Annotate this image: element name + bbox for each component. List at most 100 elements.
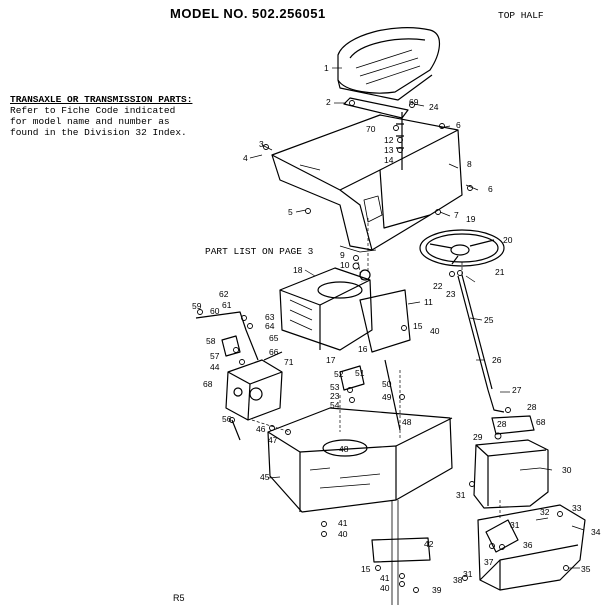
callout-32: 32 (540, 507, 550, 517)
callout-20: 20 (503, 235, 513, 245)
note-line-1: Refer to Fiche Code indicated (10, 105, 176, 116)
note-line-2: for model name and number as (10, 116, 170, 127)
callout-28b: 28 (497, 419, 507, 429)
callout-5: 5 (288, 207, 293, 217)
callout-49: 49 (382, 392, 392, 402)
bell-crank (339, 365, 365, 391)
callout-41b: 41 (380, 573, 390, 583)
headlight-bracket (485, 519, 519, 553)
callout-25: 25 (484, 315, 494, 325)
callout-68b: 68 (536, 417, 546, 427)
callout-15: 15 (413, 321, 423, 331)
callout-10: 10 (340, 260, 350, 270)
callout-62: 62 (219, 289, 229, 299)
callout-35: 35 (581, 564, 591, 574)
callout-1: 1 (324, 63, 329, 73)
callout-48: 48 (402, 417, 412, 427)
transmission-assembly (225, 359, 283, 421)
chassis-frame (267, 407, 453, 513)
callout-41: 41 (338, 518, 348, 528)
callout-37: 37 (484, 557, 494, 567)
callout-65: 65 (269, 333, 279, 343)
callout-13: 13 (384, 145, 394, 155)
callout-54: 54 (330, 400, 340, 410)
callout-39: 39 (432, 585, 442, 595)
section-label: TOP HALF (498, 10, 544, 21)
trans-links (231, 351, 283, 441)
engine (279, 267, 373, 351)
callout-70: 70 (366, 124, 376, 134)
callout-21: 21 (495, 267, 505, 277)
note-title: TRANSAXLE OR TRANSMISSION PARTS: (10, 94, 193, 105)
callout-8: 8 (467, 159, 472, 169)
callout-61: 61 (222, 300, 232, 310)
callout-42: 42 (424, 539, 434, 549)
callout-36: 36 (523, 540, 533, 550)
part-list-reference: PART LIST ON PAGE 3 (205, 246, 314, 257)
callout-52: 52 (334, 369, 344, 379)
callout-47: 47 (268, 435, 278, 445)
console-top-plate (491, 415, 535, 435)
fender-body (271, 114, 463, 253)
callout-4: 4 (243, 153, 248, 163)
shift-bracket (221, 335, 241, 357)
callout-46: 46 (256, 424, 266, 434)
callout-45: 45 (260, 472, 270, 482)
front-grille (477, 504, 586, 591)
model-number-title: MODEL NO. 502.256051 (170, 6, 326, 21)
callout-16: 16 (358, 344, 368, 354)
callout-11: 11 (424, 297, 433, 307)
steering-console (473, 439, 549, 509)
callout-63: 63 (265, 312, 275, 322)
callout-19: 19 (466, 214, 476, 224)
page-code: R5 (173, 593, 185, 603)
transaxle-note: TRANSAXLE OR TRANSMISSION PARTS: Refer t… (10, 94, 192, 138)
callout-59: 59 (192, 301, 202, 311)
callout-29: 29 (473, 432, 483, 442)
seat-bracket (343, 97, 409, 119)
steering-wheel (419, 229, 505, 267)
callout-9: 9 (340, 250, 345, 260)
seat-part (337, 27, 440, 101)
drag-link (384, 359, 401, 431)
steering-shaft (457, 274, 493, 391)
callout-53: 53 (330, 382, 340, 392)
callout-33: 33 (572, 503, 582, 513)
callout-34: 34 (591, 527, 601, 537)
callout-58: 58 (206, 336, 216, 346)
steering-shaft-end (487, 389, 505, 413)
callout-15b: 15 (361, 564, 371, 574)
callout-31c: 31 (463, 569, 473, 579)
callout-2: 2 (326, 97, 331, 107)
callout-71: 71 (284, 357, 294, 367)
callout-23b: 23 (330, 391, 340, 401)
callout-40c: 40 (380, 583, 390, 593)
callout-69: 69 (409, 97, 419, 107)
callout-31b: 31 (510, 520, 520, 530)
callout-51: 51 (355, 368, 365, 378)
callout-14: 14 (384, 155, 394, 165)
callout-3: 3 (259, 139, 264, 149)
shift-linkage (195, 311, 259, 361)
callout-48b: 48 (339, 444, 349, 454)
callout-27: 27 (512, 385, 522, 395)
callout-30: 30 (562, 465, 572, 475)
callout-22: 22 (433, 281, 443, 291)
callout-40b: 40 (338, 529, 348, 539)
callout-56: 56 (222, 414, 232, 424)
callout-31: 31 (456, 490, 466, 500)
callout-18: 18 (293, 265, 303, 275)
callout-57: 57 (210, 351, 220, 361)
callout-26: 26 (492, 355, 502, 365)
callout-7: 7 (454, 210, 459, 220)
callout-6: 6 (456, 120, 461, 130)
callout-38: 38 (453, 575, 463, 585)
callout-17: 17 (326, 355, 336, 365)
engine-mount-bracket (359, 289, 411, 353)
callout-28: 28 (527, 402, 537, 412)
callout-12: 12 (384, 135, 394, 145)
callout-6b: 6 (488, 184, 493, 194)
callout-44: 44 (210, 362, 220, 372)
callout-60: 60 (210, 306, 220, 316)
front-axle-support (391, 500, 399, 605)
